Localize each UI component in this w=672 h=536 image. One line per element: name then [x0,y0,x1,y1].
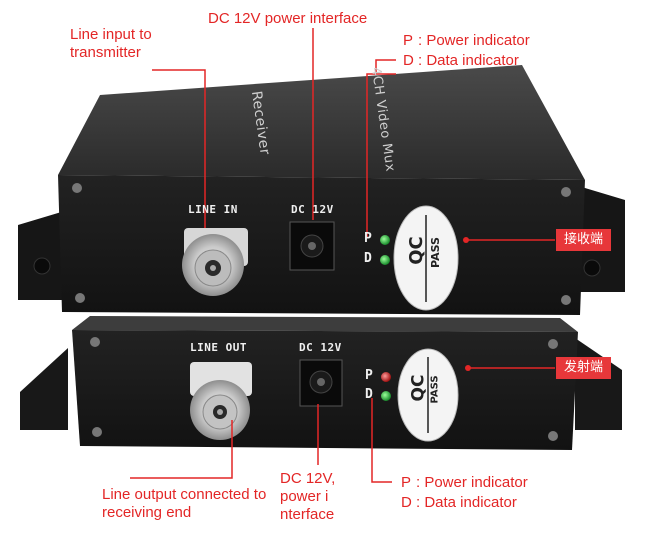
port-label-line-out: LINE OUT [190,341,247,354]
led-d-label-top: D [364,251,372,266]
dc-label-bottom: DC 12V [299,341,342,354]
qc-pass-bottom: PASS [429,375,441,404]
label-p-top-text: : Power indicator [418,32,530,49]
led-d-label-bottom: D [365,387,373,402]
label-d-top-letter: D [403,52,414,69]
label-p-bottom-text: : Power indicator [416,474,528,491]
label-d-top-text: : Data indicator [418,52,519,69]
qc-text-top: QC [405,236,427,265]
label-d-bottom-letter: D [401,494,412,511]
port-label-line-in: LINE IN [188,203,238,216]
label-p-bottom-letter: P [401,474,412,491]
led-d-top [380,255,390,265]
led-p-bottom [381,372,391,382]
transmitter-top-surface [72,316,578,332]
label-d-bottom-text: : Data indicator [416,494,517,511]
tag-transmitter: 发射端 [556,357,612,379]
led-p-label-top: P [364,231,372,246]
qc-pass-top: PASS [428,237,442,268]
label-dc-bottom: DC 12V, power i nterface [280,470,336,523]
led-d-bottom [381,391,391,401]
receiver-top-surface [58,65,585,180]
leader-lines [130,28,555,483]
label-line-output: Line output connected to receiving end [102,486,267,521]
transmitter-device [20,316,622,450]
led-p-top [380,235,390,245]
receiver-device [18,65,625,315]
label-dc-top: DC 12V power interface [208,10,368,27]
left-ear-top [18,210,68,300]
led-p-label-bottom: P [365,368,373,383]
dc-label-top: DC 12V [291,203,334,216]
tag-receiver: 接收端 [556,229,612,251]
label-line-input: Line input to transmitter [70,26,152,61]
right-ear-bottom [575,338,622,430]
qc-text-bottom: QC [408,374,429,402]
left-ear-bottom [20,348,68,430]
label-p-top-letter: P [403,32,414,49]
